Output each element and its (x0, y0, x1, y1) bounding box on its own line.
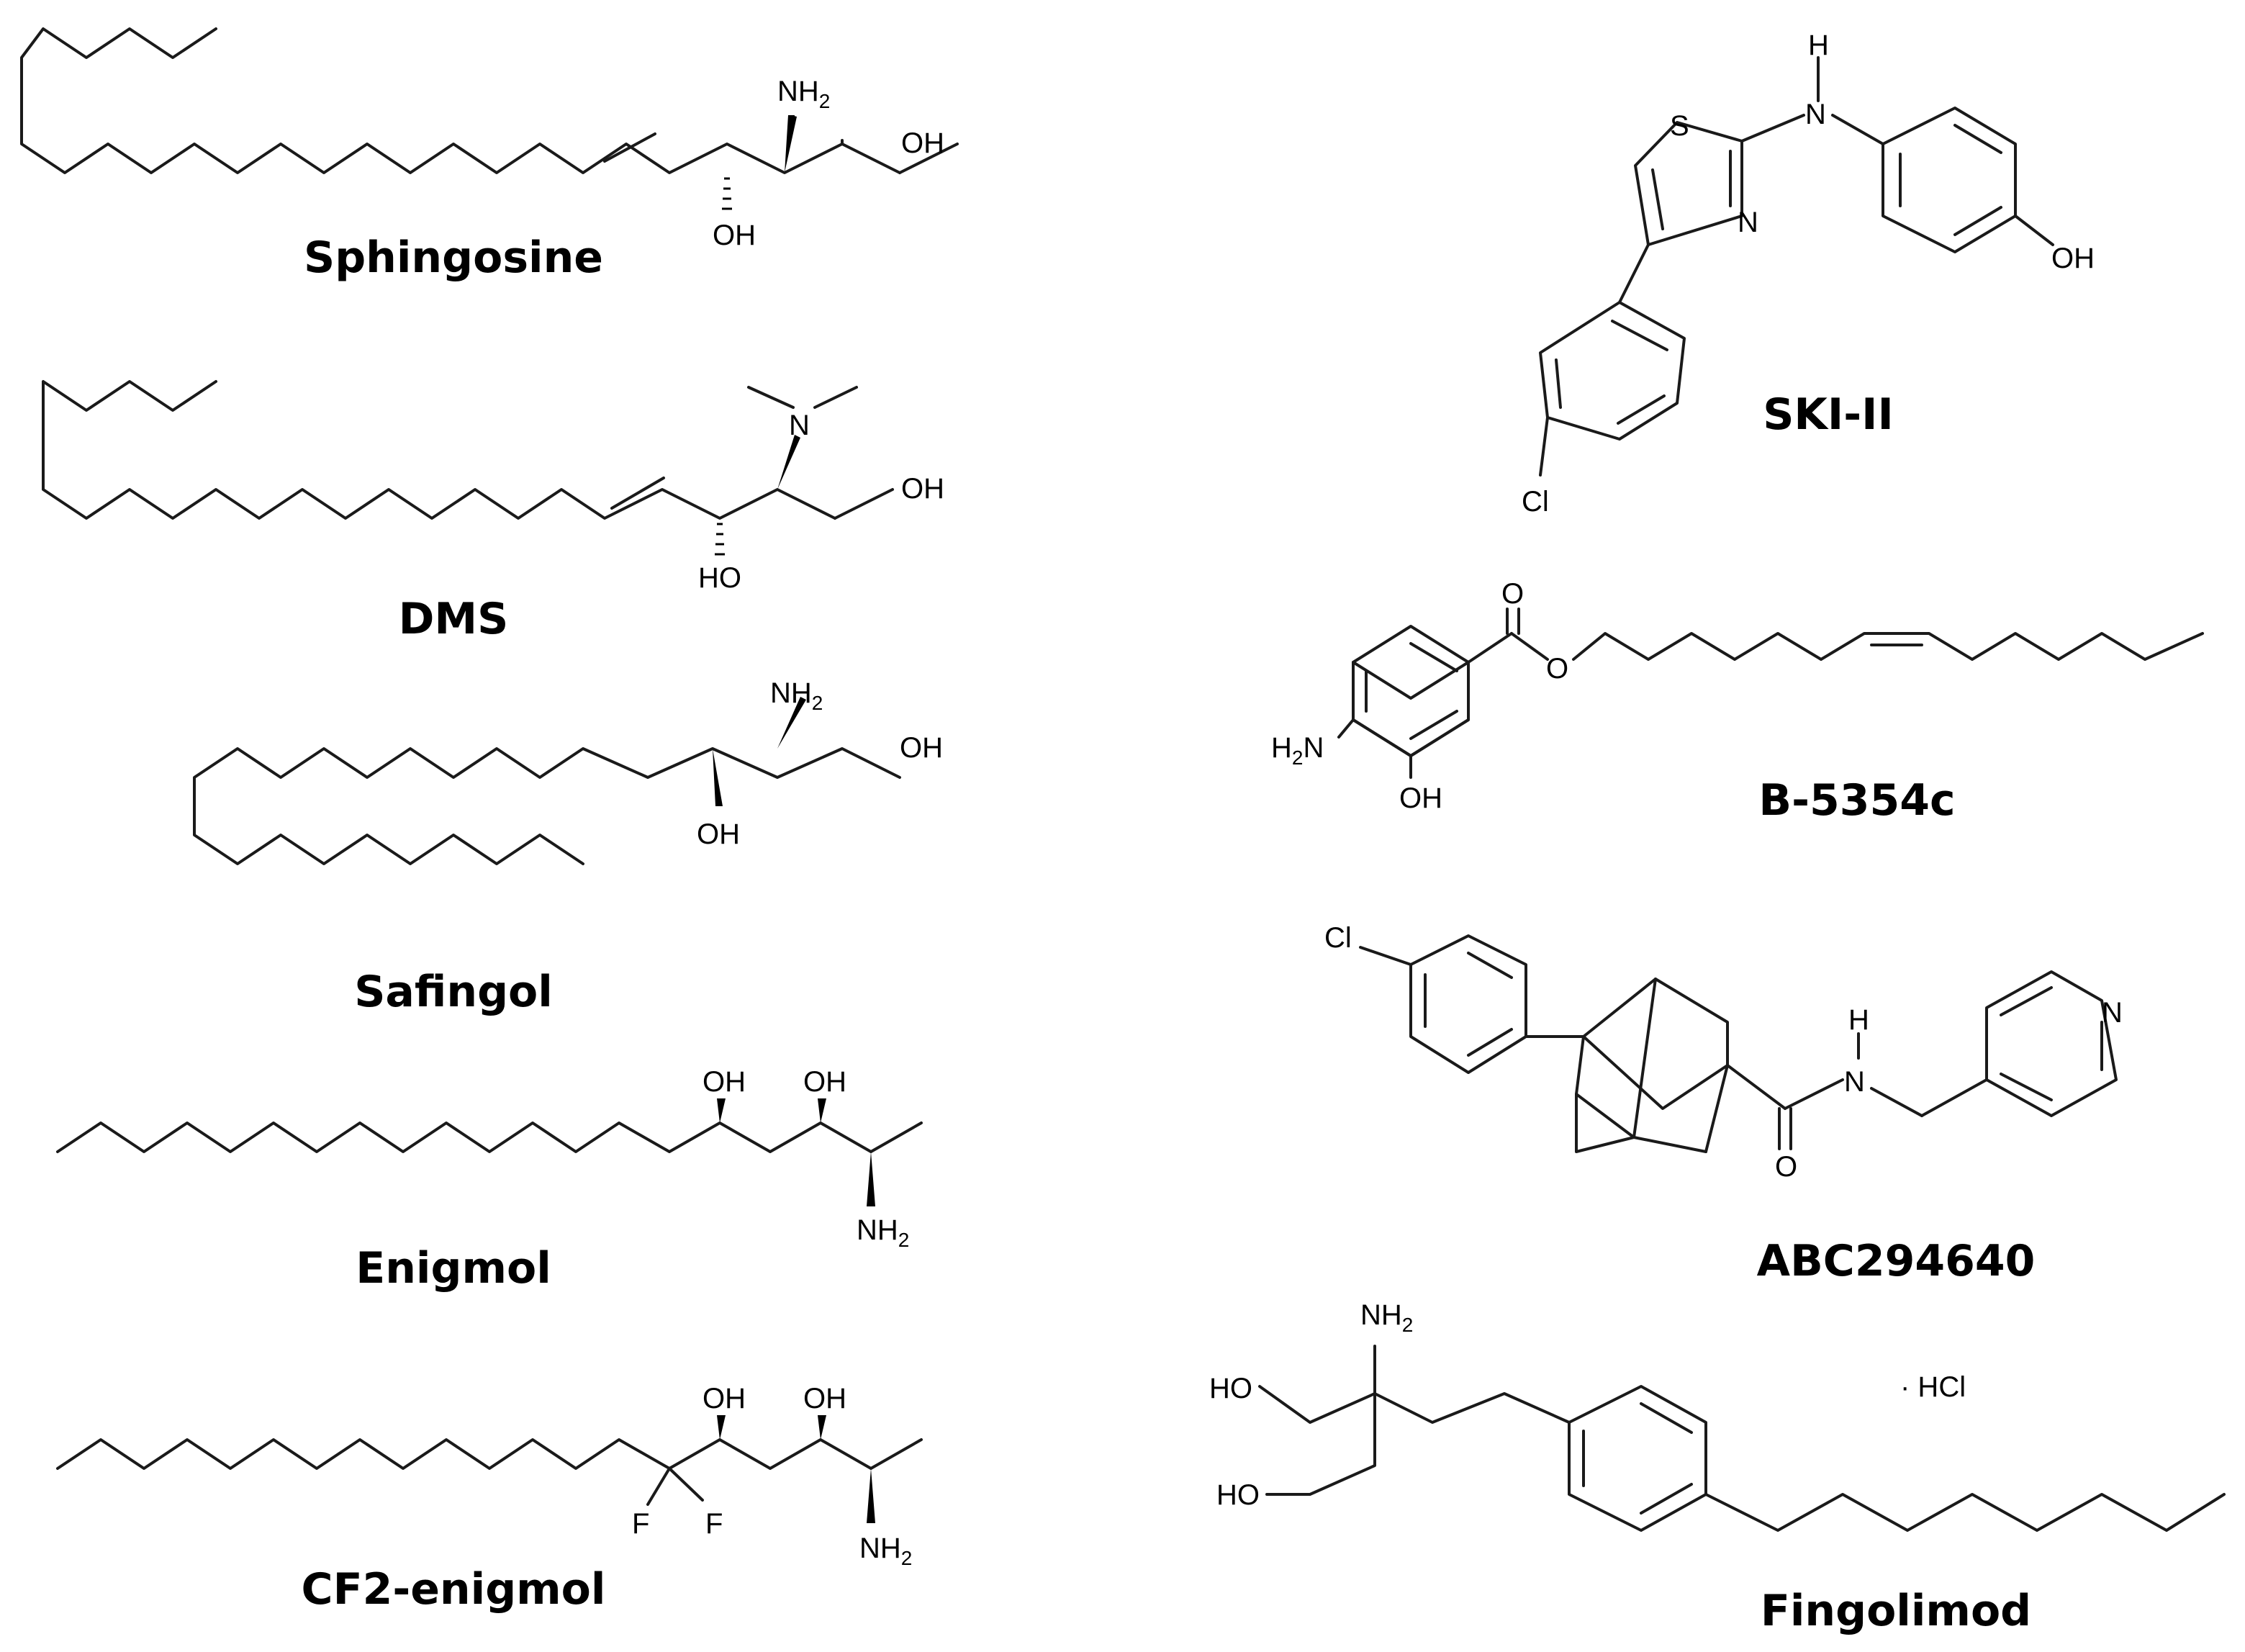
atom-nh2-label: NH2 (859, 1533, 912, 1569)
atom-o-label: O (1501, 578, 1524, 610)
atom-n-label: N (789, 410, 810, 441)
compound-name-sphingosine: Sphingosine (304, 233, 603, 283)
atom-cl-label: Cl (1324, 922, 1352, 954)
atom-n-label: N (1844, 1066, 1865, 1098)
atom-nh2-label: NH2 (857, 1214, 909, 1251)
structure-ski-ii: H N S N OH Cl SKI-II (1522, 30, 2095, 518)
atom-o-label: O (1775, 1151, 1797, 1183)
compound-name-ski-ii: SKI-II (1763, 389, 1894, 440)
atom-oh-label: OH (2051, 243, 2095, 274)
atom-oh-label: OH (703, 1066, 746, 1098)
compound-name-b-5354c: B-5354c (1758, 775, 1955, 826)
hcl-salt-label: · HCl (1900, 1371, 1966, 1403)
atom-oh-label: OH (803, 1383, 846, 1414)
atom-cl-label: Cl (1522, 486, 1549, 518)
atom-ho-label: HO (1209, 1373, 1252, 1404)
atom-oh-label: OH (901, 127, 944, 159)
atom-oh-label: OH (1399, 782, 1442, 814)
atom-nh2-label: NH2 (777, 76, 830, 112)
atom-nh2-label: NH2 (770, 677, 823, 714)
atom-oh-label: OH (900, 732, 943, 764)
atom-o-label: O (1546, 653, 1568, 685)
structure-abc294640: Cl H N O N ABC294640 (1324, 922, 2123, 1286)
atom-h2n-label: H2N (1271, 732, 1324, 769)
atom-h-label: H (1848, 1004, 1869, 1036)
compound-name-enigmol: Enigmol (356, 1243, 551, 1294)
structure-fingolimod: NH2 HO HO · HCl Fingolimod (1209, 1299, 2226, 1636)
structure-dms: N OH HO DMS (42, 380, 944, 644)
compound-name-fingolimod: Fingolimod (1761, 1586, 2031, 1636)
compound-name-abc294640: ABC294640 (1757, 1236, 2036, 1286)
atom-f-label: F (632, 1508, 649, 1540)
atom-ho-label: HO (1216, 1479, 1260, 1511)
atom-h-label: H (1808, 30, 1829, 61)
atom-oh-label: OH (697, 818, 740, 850)
compound-name-cf2-enigmol: CF2-enigmol (302, 1564, 606, 1615)
atom-oh-label: OH (901, 473, 944, 505)
structure-cf2-enigmol: OH OH NH2 F F CF2-enigmol (56, 1383, 923, 1615)
atom-f-label: F (705, 1508, 723, 1540)
atom-ho-label: HO (698, 562, 741, 594)
structure-b-5354c: O O H2N OH B-5354c (1271, 578, 2204, 826)
compound-name-safingol: Safingol (354, 967, 553, 1017)
atom-n-label: N (2102, 997, 2123, 1029)
atom-n-label: N (1738, 207, 1758, 238)
atom-oh-label: OH (703, 1383, 746, 1414)
structure-safingol: NH2 OH OH Safingol (193, 677, 943, 1017)
atom-n-label: N (1805, 99, 1826, 130)
atom-oh-label: OH (713, 220, 756, 251)
structure-sphingosine: NH2 OH OH Sphingosine (20, 27, 959, 283)
atom-oh-label: OH (803, 1066, 846, 1098)
atom-s-label: S (1670, 110, 1689, 142)
atom-nh2-label: NH2 (1360, 1299, 1413, 1336)
compound-name-dms: DMS (399, 594, 509, 644)
structure-enigmol: OH OH NH2 Enigmol (56, 1066, 923, 1294)
